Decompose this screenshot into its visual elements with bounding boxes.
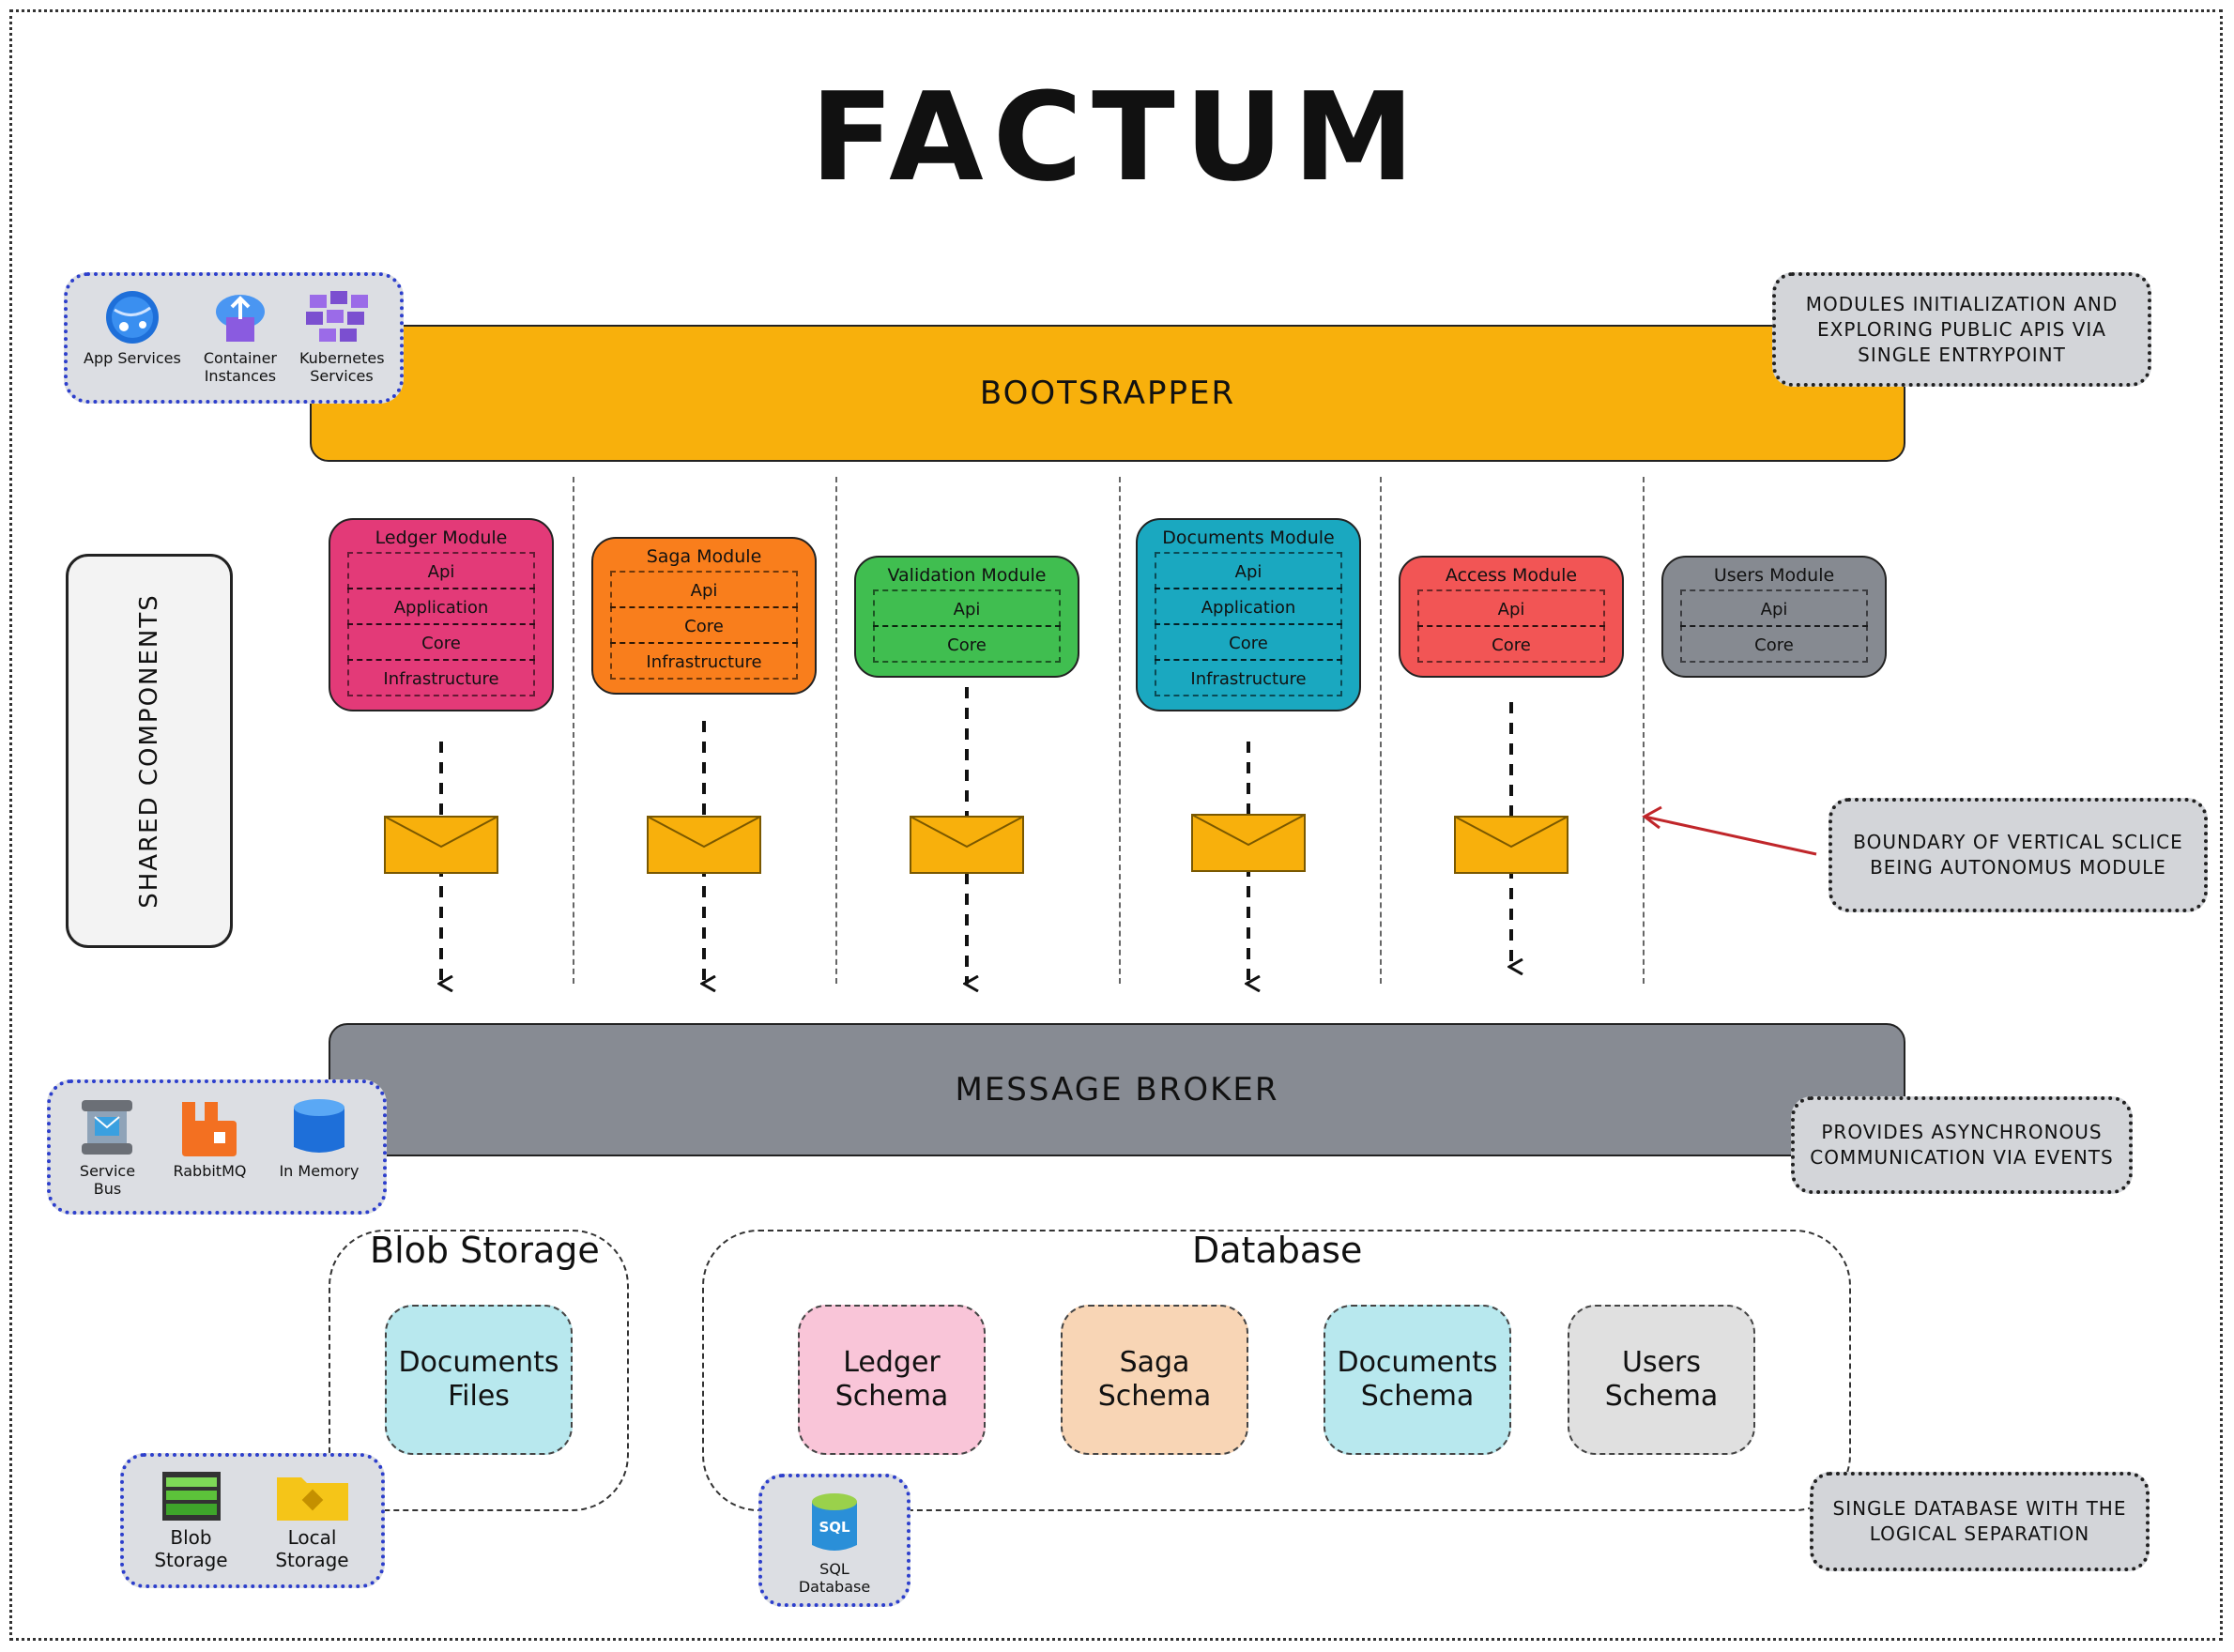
- kubernetes-services-icon: [305, 291, 368, 342]
- layer-api: Api: [873, 589, 1061, 627]
- database-container: [702, 1230, 1851, 1511]
- module-title: Ledger Module: [375, 528, 508, 548]
- slice-boundary: [1643, 477, 1645, 984]
- service-bus-icon: [82, 1100, 133, 1155]
- users-module: Users Module Api Core: [1661, 556, 1887, 678]
- note-boundary: BOUNDARY OF VERTICAL SCLICE BEING AUTONO…: [1829, 798, 2208, 912]
- messaging-item-rabbitmq: RabbitMQ: [173, 1096, 246, 1180]
- module-title: Users Module: [1713, 565, 1835, 586]
- message-broker-label: MESSAGE BROKER: [955, 1071, 1279, 1109]
- blob-storage-icon: [161, 1472, 221, 1521]
- hosting-item-container-instances: Container Instances: [198, 289, 283, 385]
- storage-panel: Blob Storage Local Storage: [120, 1453, 385, 1588]
- note-database: SINGLE DATABASE WITH THE LOGICAL SEPARAT…: [1810, 1472, 2150, 1571]
- bootstrapper-bar: BOOTSRAPPER: [310, 325, 1905, 462]
- sql-database-item: SQL SQL Database: [797, 1491, 872, 1596]
- blob-storage-title: Blob Storage: [370, 1230, 600, 1271]
- note-bootstrapper: MODULES INITIALIZATION AND EXPLORING PUB…: [1772, 272, 2151, 387]
- messaging-item-in-memory: In Memory: [279, 1096, 359, 1180]
- documents-module: Documents Module Api Application Core In…: [1136, 518, 1361, 711]
- messaging-item-label: In Memory: [279, 1162, 360, 1180]
- storage-item-label: Local Storage: [275, 1526, 349, 1571]
- database-title: Database: [1192, 1230, 1363, 1271]
- documents-files-box: Documents Files: [385, 1305, 573, 1455]
- slice-boundary: [1119, 477, 1121, 984]
- in-memory-icon: [293, 1099, 344, 1153]
- container-instances-icon: [215, 295, 265, 342]
- diagram-frame: [9, 9, 2223, 1641]
- hosting-item-label: Kubernetes Services: [298, 349, 385, 386]
- layer-api: Api: [1417, 589, 1605, 627]
- rabbitmq-icon: [182, 1102, 237, 1156]
- documents-event-envelope-icon: [1191, 814, 1306, 872]
- documents-schema: Documents Schema: [1324, 1305, 1511, 1455]
- local-storage-icon: [276, 1477, 348, 1521]
- storage-item-label: Blob Storage: [154, 1526, 228, 1571]
- layer-api: Api: [347, 552, 535, 589]
- messaging-item-label: Service Bus: [79, 1162, 136, 1199]
- hosting-panel: App Services Container Instances Kuberne…: [64, 272, 404, 404]
- access-module: Access Module Api Core: [1399, 556, 1624, 678]
- saga-schema: Saga Schema: [1061, 1305, 1248, 1455]
- module-title: Access Module: [1445, 565, 1578, 586]
- validation-event-envelope-icon: [910, 816, 1024, 874]
- sql-database-panel: SQL SQL Database: [758, 1474, 910, 1607]
- bootstrapper-label: BOOTSRAPPER: [979, 375, 1236, 412]
- hosting-item-label: App Services: [84, 349, 181, 367]
- storage-item-blob: Blob Storage: [154, 1470, 229, 1571]
- saga-module: Saga Module Api Core Infrastructure: [591, 537, 817, 695]
- messaging-item-label: RabbitMQ: [173, 1162, 247, 1180]
- hosting-item-app-services: App Services: [84, 289, 181, 367]
- messaging-item-service-bus: Service Bus: [74, 1096, 140, 1198]
- module-title: Saga Module: [646, 546, 762, 567]
- saga-event-envelope-icon: [647, 816, 761, 874]
- module-title: Documents Module: [1162, 528, 1335, 548]
- app-services-icon: [105, 291, 159, 344]
- layer-api: Api: [1155, 552, 1342, 589]
- slice-boundary: [835, 477, 837, 984]
- hosting-item-kubernetes-services: Kubernetes Services: [298, 289, 385, 386]
- diagram-title: FACTUM: [810, 66, 1424, 208]
- layer-api: Api: [1680, 589, 1868, 627]
- ledger-event-envelope-icon: [384, 816, 498, 874]
- sql-database-icon: SQL: [812, 1493, 857, 1551]
- ledger-module: Ledger Module Api Application Core Infra…: [329, 518, 554, 711]
- layer-api: Api: [610, 571, 798, 608]
- slice-boundary: [1380, 477, 1382, 984]
- module-title: Validation Module: [887, 565, 1047, 586]
- access-event-envelope-icon: [1454, 816, 1568, 874]
- hosting-item-label: Container Instances: [203, 349, 277, 386]
- validation-module: Validation Module Api Core: [854, 556, 1079, 678]
- note-broker: PROVIDES ASYNCHRONOUS COMMUNICATION VIA …: [1791, 1096, 2133, 1194]
- sql-database-label: SQL Database: [798, 1560, 871, 1597]
- ledger-schema: Ledger Schema: [798, 1305, 986, 1455]
- storage-item-local: Local Storage: [273, 1470, 352, 1571]
- messaging-panel: Service Bus RabbitMQ In Memory: [47, 1079, 387, 1215]
- users-schema: Users Schema: [1568, 1305, 1755, 1455]
- blob-storage-container: [329, 1230, 629, 1511]
- message-broker-bar: MESSAGE BROKER: [329, 1023, 1905, 1156]
- sql-badge-text: SQL: [819, 1519, 850, 1536]
- slice-boundary: [573, 477, 574, 984]
- boundary-pointer-arrow: [1642, 805, 1817, 856]
- shared-components-box: SHARED COMPONENTS: [66, 554, 233, 948]
